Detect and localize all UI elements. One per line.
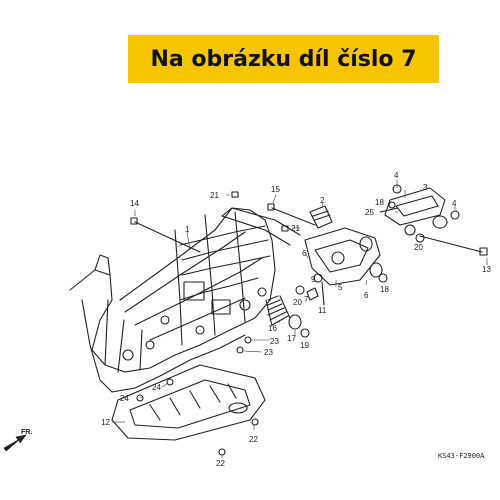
bolt-21b	[281, 225, 289, 232]
collar-20a	[415, 233, 425, 243]
callout-14: 14	[130, 199, 139, 208]
callout-22a: 22	[249, 435, 258, 444]
stopper-7	[306, 287, 319, 301]
bushing-6a	[359, 236, 373, 252]
callout-1: 1	[185, 225, 190, 234]
callout-19: 19	[300, 341, 309, 350]
callout-21a: 21	[210, 191, 219, 200]
bolt-13	[419, 235, 483, 253]
callout-20a: 20	[414, 243, 423, 252]
callout-16: 16	[268, 324, 277, 333]
bolt-15-head	[267, 203, 275, 211]
callout-18a: 18	[375, 198, 384, 207]
callout-6b: 6	[364, 291, 369, 300]
engine-hanger-5	[304, 227, 381, 286]
banner-text: Na obrázku díl číslo 7	[150, 46, 417, 72]
callout-4a: 4	[394, 171, 399, 180]
washer-18a	[388, 201, 396, 209]
bolt-14-head	[130, 217, 138, 225]
bolt-24b	[136, 394, 144, 402]
washer-18b	[378, 273, 388, 283]
diagram-code: KS43-F2900A	[438, 452, 485, 460]
callout-24b: 24	[120, 394, 129, 403]
callout-9: 9	[311, 275, 316, 284]
damper-9	[313, 273, 323, 283]
callout-12: 12	[101, 418, 110, 427]
leader-lines	[112, 180, 488, 458]
bolt-22a	[251, 418, 259, 426]
part-number-banner: Na obrázku díl číslo 7	[128, 35, 439, 83]
callout-24a: 24	[152, 383, 161, 392]
callout-3: 3	[423, 183, 428, 192]
bolt-24a	[166, 378, 174, 386]
bolt-23b	[236, 346, 244, 354]
callout-25: 25	[365, 208, 374, 217]
callout-7: 7	[304, 295, 309, 304]
collar-17	[288, 314, 302, 330]
callout-23a: 23	[270, 337, 279, 346]
callout-4b: 4	[452, 199, 457, 208]
callout-22b: 22	[216, 459, 225, 468]
front-direction-arrow: FR.	[3, 429, 32, 452]
callout-13: 13	[482, 265, 491, 274]
callout-6a: 6	[302, 249, 307, 258]
under-cover	[111, 364, 266, 441]
bushing-6b	[369, 262, 383, 278]
callout-17: 17	[287, 334, 296, 343]
callout-5: 5	[338, 283, 343, 292]
collar-20b	[295, 285, 305, 295]
bolt-14	[134, 221, 201, 253]
callout-15: 15	[271, 185, 280, 194]
callout-2: 2	[320, 196, 325, 205]
callout-23b: 23	[264, 348, 273, 357]
spring-16	[265, 295, 291, 327]
nut-4b	[450, 210, 460, 220]
callout-labels: 1 2 3 4 4 5 6 6 7 9 11 12 13 14 15 16 17…	[101, 171, 491, 468]
bolt-11	[321, 281, 325, 306]
bolt-22b	[218, 448, 226, 456]
bolt-21a	[231, 191, 239, 198]
bolt-25	[379, 207, 399, 213]
callout-21b: 21	[291, 224, 300, 233]
callout-11: 11	[318, 306, 327, 315]
nut-19	[300, 328, 310, 338]
callout-20b: 20	[293, 298, 302, 307]
bolt-15	[271, 207, 316, 226]
main-frame	[69, 207, 301, 393]
bracket-3	[384, 187, 446, 226]
rubber-block-2	[309, 205, 333, 229]
callout-18b: 18	[380, 285, 389, 294]
direction-label: FR.	[21, 429, 32, 436]
